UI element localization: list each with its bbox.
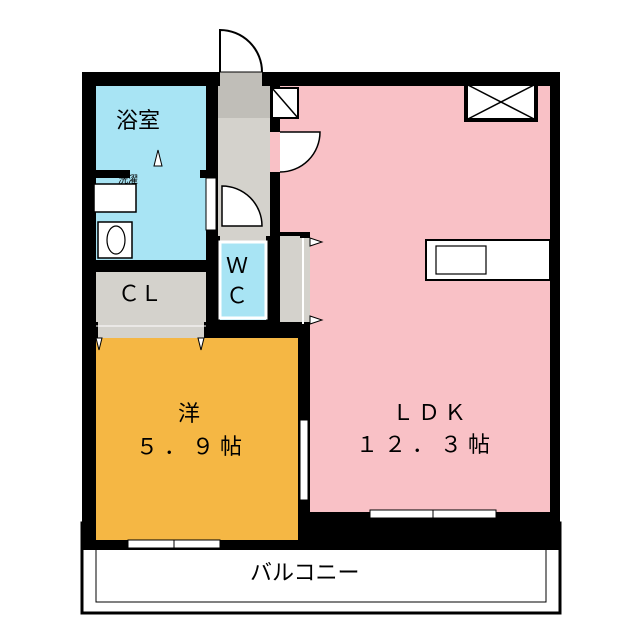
toilet-inner-frame xyxy=(218,240,268,320)
bath-door-gap xyxy=(130,170,200,178)
toilet-door-swing xyxy=(221,185,263,227)
ldk-room xyxy=(310,86,550,512)
closet-door-gap xyxy=(98,322,204,338)
ldk-area: １２．３帖 xyxy=(356,433,497,458)
entry-ldk-door-gap xyxy=(270,132,280,172)
closet-door-mark-left xyxy=(95,337,103,351)
toilet-room xyxy=(220,242,266,320)
bath-door-marker xyxy=(153,149,163,167)
kitchen-sink xyxy=(435,245,487,275)
basin-bowl xyxy=(106,225,126,255)
entry-door-swing xyxy=(219,28,263,73)
washing-machine-space xyxy=(93,183,137,213)
toilet-label-c: Ｃ xyxy=(226,284,249,309)
hall-door-mark-top xyxy=(309,237,324,247)
shoe-cabinet-x xyxy=(271,87,299,119)
entrance xyxy=(218,86,270,118)
closet-door-mark-right xyxy=(197,337,205,351)
ldk-label: ＬＤＫ xyxy=(392,401,471,426)
closet-label: ＣＬ xyxy=(118,282,163,307)
western-room-area: ５．９帖 xyxy=(136,435,249,460)
wash-hall-door xyxy=(205,177,217,231)
hall-door-gap xyxy=(300,238,310,322)
vent-x-2 xyxy=(465,83,537,121)
hall-door-mark-bottom xyxy=(309,315,324,325)
wall-toilet-right xyxy=(266,236,280,330)
entry-door-gap xyxy=(220,72,262,88)
bath-label: 浴室 xyxy=(116,109,161,134)
closet xyxy=(96,272,206,322)
balcony-label: バルコニー xyxy=(250,561,360,586)
wall-wash-closet xyxy=(96,260,206,272)
toilet-label-w: Ｗ xyxy=(226,254,249,279)
bath-room xyxy=(96,86,206,170)
hall-lower xyxy=(280,236,300,328)
western-ldk-door xyxy=(299,419,309,501)
ldk-entry-door-swing xyxy=(279,131,321,173)
western-room-label: 洋 xyxy=(178,402,201,427)
washroom-label: 洗濯 xyxy=(118,175,138,186)
western-room xyxy=(96,338,298,540)
wall-western-hall xyxy=(206,322,310,338)
